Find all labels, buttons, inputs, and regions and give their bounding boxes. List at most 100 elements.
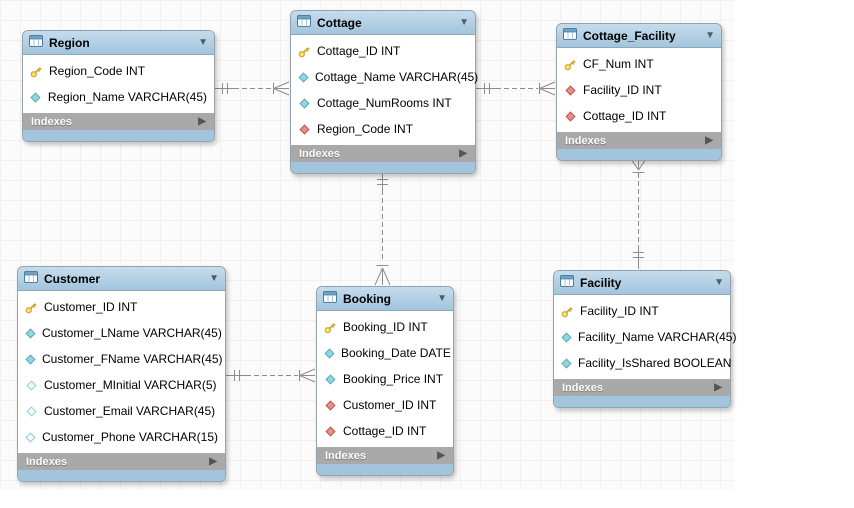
column-label: Customer_MInitial VARCHAR(5) bbox=[44, 378, 217, 392]
relationship-facility-cottage-facility[interactable] bbox=[630, 158, 647, 269]
table-footer bbox=[557, 149, 721, 160]
column-label: Booking_Price INT bbox=[343, 372, 444, 386]
expand-arrow-icon[interactable]: ▶ bbox=[437, 449, 445, 461]
expand-arrow-icon[interactable]: ▶ bbox=[198, 115, 206, 127]
collapse-arrow-icon[interactable]: ▼ bbox=[209, 272, 219, 284]
primary-key-icon bbox=[564, 58, 577, 71]
column-row[interactable]: Booking_ID INT bbox=[317, 314, 453, 340]
column-row[interactable]: Facility_ID INT bbox=[554, 298, 730, 324]
column-label: Cottage_ID INT bbox=[343, 424, 427, 438]
column-row[interactable]: Region_Name VARCHAR(45) bbox=[23, 84, 214, 110]
attribute-icon bbox=[561, 331, 572, 343]
relationship-region-cottage[interactable] bbox=[213, 81, 290, 96]
primary-key-icon bbox=[298, 45, 311, 58]
indexes-bar[interactable]: Indexes ▶ bbox=[18, 453, 225, 470]
collapse-arrow-icon[interactable]: ▼ bbox=[198, 36, 208, 48]
indexes-bar[interactable]: Indexes ▶ bbox=[317, 447, 453, 464]
table-header[interactable]: Cottage_Facility ▼ bbox=[557, 24, 721, 48]
column-label: Facility_ID INT bbox=[580, 304, 659, 318]
table-header[interactable]: Region ▼ bbox=[23, 31, 214, 55]
column-row[interactable]: Facility_Name VARCHAR(45) bbox=[554, 324, 736, 350]
table-customer[interactable]: Customer ▼ Customer_ID INT Customer_LName… bbox=[17, 266, 226, 482]
indexes-label: Indexes bbox=[325, 449, 366, 462]
column-row[interactable]: Customer_Email VARCHAR(45) bbox=[18, 398, 225, 424]
table-title: Cottage_Facility bbox=[583, 28, 676, 43]
relationship-cottage-booking[interactable] bbox=[374, 171, 391, 286]
table-header[interactable]: Customer ▼ bbox=[18, 267, 225, 291]
relationship-cottage-cottage-facility[interactable] bbox=[475, 81, 556, 96]
table-cottage-facility[interactable]: Cottage_Facility ▼ CF_Num INT Facility_ID… bbox=[556, 23, 722, 161]
column-row[interactable]: Booking_Date DATE bbox=[317, 340, 453, 366]
collapse-arrow-icon[interactable]: ▼ bbox=[437, 292, 447, 304]
column-row[interactable]: Customer_LName VARCHAR(45) bbox=[18, 320, 225, 346]
expand-arrow-icon[interactable]: ▶ bbox=[705, 134, 713, 146]
indexes-bar[interactable]: Indexes ▶ bbox=[557, 132, 721, 149]
table-icon bbox=[29, 35, 43, 50]
column-row[interactable]: Facility_ID INT bbox=[557, 77, 721, 103]
table-title: Cottage bbox=[317, 15, 362, 30]
column-label: Customer_Phone VARCHAR(15) bbox=[42, 430, 218, 444]
attribute-icon bbox=[25, 327, 36, 339]
nullable-attribute-icon bbox=[25, 431, 36, 443]
indexes-label: Indexes bbox=[565, 134, 606, 147]
column-label: Cottage_NumRooms INT bbox=[317, 96, 452, 110]
table-title: Region bbox=[49, 35, 90, 50]
column-label: Facility_IsShared BOOLEAN bbox=[578, 356, 732, 370]
expand-arrow-icon[interactable]: ▶ bbox=[209, 455, 217, 467]
column-row[interactable]: Customer_Phone VARCHAR(15) bbox=[18, 424, 225, 450]
column-row[interactable]: Region_Code INT bbox=[291, 116, 475, 142]
table-footer bbox=[291, 162, 475, 173]
attribute-icon bbox=[298, 97, 311, 109]
column-row[interactable]: Cottage_Name VARCHAR(45) bbox=[291, 64, 478, 90]
collapse-arrow-icon[interactable]: ▼ bbox=[459, 16, 469, 28]
indexes-bar[interactable]: Indexes ▶ bbox=[23, 113, 214, 130]
column-row[interactable]: Customer_ID INT bbox=[18, 294, 225, 320]
primary-key-icon bbox=[324, 321, 337, 334]
column-row[interactable]: Cottage_ID INT bbox=[291, 38, 475, 64]
table-header[interactable]: Booking ▼ bbox=[317, 287, 453, 311]
indexes-bar[interactable]: Indexes ▶ bbox=[291, 145, 475, 162]
table-footer bbox=[18, 470, 225, 481]
column-label: Booking_ID INT bbox=[343, 320, 428, 334]
foreign-key-icon bbox=[564, 110, 577, 122]
primary-key-icon bbox=[25, 301, 38, 314]
column-label: Customer_LName VARCHAR(45) bbox=[42, 326, 222, 340]
column-row[interactable]: CF_Num INT bbox=[557, 51, 721, 77]
foreign-key-icon bbox=[324, 425, 337, 437]
column-label: Facility_ID INT bbox=[583, 83, 662, 97]
indexes-bar[interactable]: Indexes ▶ bbox=[554, 379, 730, 396]
column-row[interactable]: Booking_Price INT bbox=[317, 366, 453, 392]
column-row[interactable]: Customer_ID INT bbox=[317, 392, 453, 418]
column-row[interactable]: Customer_MInitial VARCHAR(5) bbox=[18, 372, 225, 398]
indexes-label: Indexes bbox=[299, 147, 340, 160]
expand-arrow-icon[interactable]: ▶ bbox=[714, 381, 722, 393]
relationship-customer-booking[interactable] bbox=[225, 368, 316, 383]
column-label: Customer_Email VARCHAR(45) bbox=[44, 404, 216, 418]
table-booking[interactable]: Booking ▼ Booking_ID INT Booking_Date DAT… bbox=[316, 286, 454, 476]
table-footer bbox=[23, 130, 214, 141]
collapse-arrow-icon[interactable]: ▼ bbox=[705, 29, 715, 41]
attribute-icon bbox=[25, 353, 36, 365]
column-row[interactable]: Customer_FName VARCHAR(45) bbox=[18, 346, 225, 372]
indexes-label: Indexes bbox=[26, 455, 67, 468]
column-label: Customer_FName VARCHAR(45) bbox=[42, 352, 223, 366]
column-row[interactable]: Region_Code INT bbox=[23, 58, 214, 84]
table-facility[interactable]: Facility ▼ Facility_ID INT Facility_Name … bbox=[553, 270, 736, 408]
collapse-arrow-icon[interactable]: ▼ bbox=[714, 276, 724, 288]
expand-arrow-icon[interactable]: ▶ bbox=[459, 147, 467, 159]
table-icon bbox=[323, 291, 337, 306]
table-header[interactable]: Cottage ▼ bbox=[291, 11, 475, 35]
column-row[interactable]: Cottage_NumRooms INT bbox=[291, 90, 475, 116]
table-header[interactable]: Facility ▼ bbox=[554, 271, 730, 295]
nullable-attribute-icon bbox=[25, 405, 38, 417]
column-row[interactable]: Facility_IsShared BOOLEAN bbox=[554, 350, 732, 376]
column-label: Customer_ID INT bbox=[44, 300, 138, 314]
column-row[interactable]: Cottage_ID INT bbox=[317, 418, 453, 444]
attribute-icon bbox=[324, 373, 337, 385]
column-row[interactable]: Cottage_ID INT bbox=[557, 103, 721, 129]
table-title: Booking bbox=[343, 291, 391, 306]
primary-key-icon bbox=[30, 65, 43, 78]
table-footer bbox=[554, 396, 730, 407]
